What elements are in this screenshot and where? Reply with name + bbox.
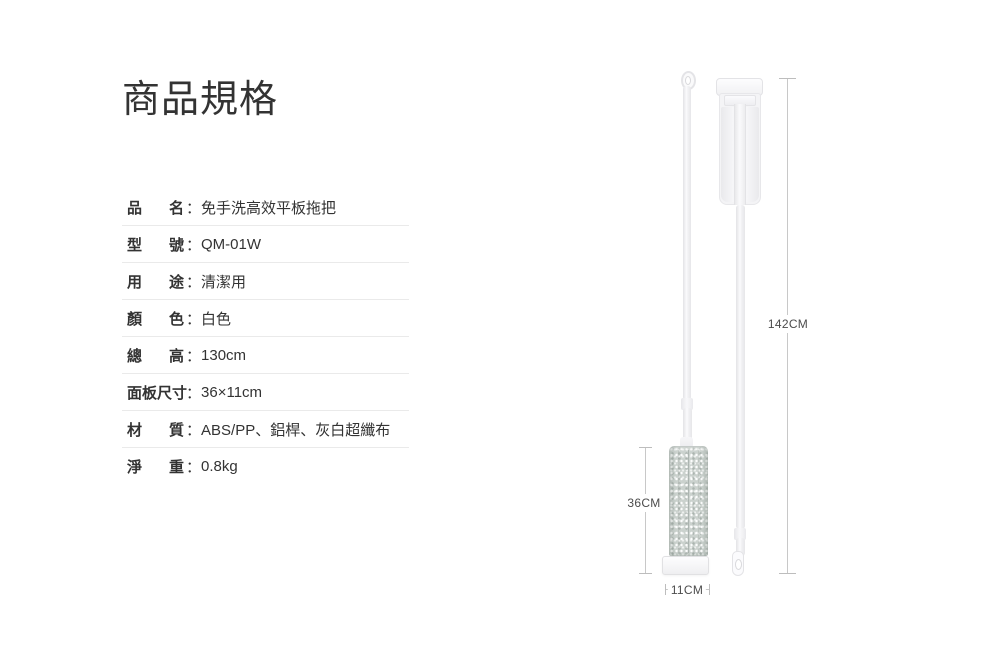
- mop-pole: [683, 86, 691, 400]
- spec-value: ABS/PP、鋁桿、灰白超纖布: [201, 421, 391, 439]
- spec-label: 面板尺寸: [127, 384, 188, 402]
- folded-pole-tip-hole: [735, 559, 742, 570]
- spec-value: QM-01W: [201, 235, 262, 253]
- dimension-label-total-height: 142CM: [764, 315, 812, 333]
- mop-head-pivot: [680, 437, 693, 448]
- spec-colon: ：: [186, 199, 202, 217]
- spec-label: 型號: [127, 236, 184, 254]
- spec-value: 清潔用: [201, 273, 247, 291]
- page-title: 商品規格: [122, 79, 279, 121]
- handle-stem: [734, 104, 746, 205]
- spec-label: 品名: [127, 199, 184, 217]
- spec-colon: ：: [186, 384, 202, 402]
- spec-colon: ：: [186, 273, 202, 291]
- spec-row-model: 型號：QM-01W: [122, 226, 409, 263]
- spec-value: 0.8kg: [201, 458, 238, 475]
- spec-row-net-weight: 淨重：0.8kg: [122, 448, 409, 485]
- dimension-label-pad-height: 36CM: [624, 494, 664, 512]
- spec-colon: ：: [186, 459, 202, 476]
- spec-label: 材質: [127, 421, 184, 439]
- folded-pole-joint: [734, 528, 746, 540]
- spec-label: 顏色: [127, 310, 184, 328]
- spec-label: 總高: [127, 347, 184, 365]
- dimension-cap: [779, 573, 796, 574]
- spec-row-usage: 用途：清潔用: [122, 263, 409, 300]
- dimension-cap: [639, 573, 652, 574]
- holder-left-panel: [721, 107, 734, 202]
- dimension-cap: [639, 447, 652, 448]
- spec-colon: ：: [186, 421, 202, 439]
- mop-pole-lower: [683, 408, 692, 440]
- mop-microfiber-pad: [669, 446, 708, 556]
- holder-right-panel: [746, 107, 759, 202]
- mop-hang-hole-opening: [685, 76, 691, 85]
- spec-row-color: 顏色：白色: [122, 300, 409, 337]
- spec-colon: ：: [186, 347, 202, 365]
- spec-row-total-height: 總高：130cm: [122, 337, 409, 374]
- folded-pole-lower: [736, 538, 745, 556]
- spec-row-name: 品名：免手洗高效平板拖把: [122, 189, 409, 226]
- spec-colon: ：: [186, 236, 202, 254]
- mop-pole-joint: [681, 398, 693, 410]
- spec-label: 用途: [127, 273, 184, 291]
- mop-pad-seam: [698, 450, 699, 553]
- spec-value: 36×11cm: [201, 383, 263, 401]
- dimension-cap: [779, 78, 796, 79]
- mop-pad-seam: [688, 450, 689, 553]
- mop-pad-seam: [678, 450, 679, 553]
- spec-value: 130cm: [201, 346, 247, 364]
- dimension-label-pad-width: 11CM: [667, 581, 707, 599]
- dimension-cap: [709, 584, 710, 595]
- folded-pole: [736, 205, 745, 529]
- spec-value: 白色: [201, 310, 232, 328]
- spec-value: 免手洗高效平板拖把: [201, 199, 337, 217]
- mop-base-plate: [662, 556, 709, 575]
- spec-row-material: 材質：ABS/PP、鋁桿、灰白超纖布: [122, 411, 409, 448]
- spec-colon: ：: [186, 310, 202, 328]
- spec-row-panel-size: 面板尺寸：36×11cm: [122, 374, 409, 411]
- dimension-cap: [665, 584, 666, 595]
- spec-label: 淨重: [127, 459, 184, 476]
- spec-table: 品名：免手洗高效平板拖把 型號：QM-01W 用途：清潔用 顏色：白色 總高：1…: [122, 189, 409, 485]
